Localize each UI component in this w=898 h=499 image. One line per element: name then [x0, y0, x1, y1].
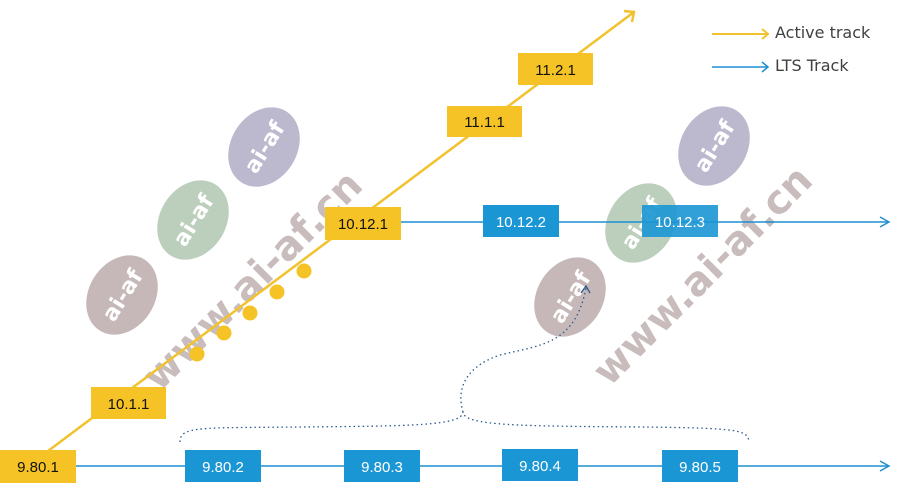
version-label: 9.80.2 — [202, 459, 244, 476]
version-box-active: 10.1.1 — [91, 387, 166, 419]
version-box-active: 10.12.1 — [325, 207, 401, 240]
dotted-brace — [179, 411, 750, 443]
lts-range-brace — [179, 284, 750, 443]
lts-upper-arrowhead — [879, 216, 891, 228]
legend-item-active: Active track — [712, 23, 871, 42]
version-boxes: 9.80.1 10.1.1 10.12.1 11.1.1 11.2.1 10.1… — [0, 53, 738, 483]
legend-item-lts: LTS Track — [712, 56, 849, 75]
dotted-backport-curve — [460, 287, 587, 413]
version-label: 10.1.1 — [108, 396, 150, 413]
track-dot — [296, 263, 312, 279]
active-track-arrowhead — [623, 9, 636, 23]
active-track-dots — [189, 263, 312, 362]
version-label: 10.12.1 — [338, 216, 388, 233]
version-box-lts: 9.80.4 — [502, 449, 578, 481]
legend-active-arrowhead — [761, 28, 770, 40]
version-label: 11.1.1 — [464, 114, 505, 131]
legend-active-label: Active track — [775, 23, 871, 42]
version-box-lts: 10.12.3 — [642, 205, 718, 237]
watermark-urls: www.ai-af.cn www.ai-af.cn — [134, 157, 822, 400]
version-label: 9.80.5 — [679, 459, 721, 476]
version-label: 10.12.3 — [655, 214, 705, 231]
version-label: 9.80.4 — [519, 458, 561, 475]
track-dot — [242, 305, 258, 321]
watermark-badge: ai-af — [534, 257, 606, 337]
version-box-lts: 9.80.2 — [185, 450, 261, 482]
version-label: 10.12.2 — [496, 214, 546, 231]
watermark-url: www.ai-af.cn — [584, 157, 822, 395]
version-label: 9.80.1 — [17, 459, 59, 476]
legend: Active track LTS Track — [712, 23, 871, 75]
version-box-lts: 9.80.3 — [344, 450, 420, 482]
track-dot — [216, 325, 232, 341]
track-dot — [269, 284, 285, 300]
version-label: 9.80.3 — [361, 459, 403, 476]
dotted-curve-arrowhead — [580, 284, 591, 294]
lts-lower-arrowhead — [879, 460, 891, 472]
track-dot — [189, 346, 205, 362]
watermark-badge: ai-af — [157, 180, 229, 260]
watermark-badge: ai-af — [228, 107, 300, 187]
version-box-active: 11.2.1 — [518, 53, 593, 85]
version-box-lts: 10.12.2 — [483, 205, 559, 237]
legend-lts-arrowhead — [761, 61, 770, 73]
watermark-badge: ai-af — [86, 255, 158, 335]
watermark-badge: ai-af — [678, 106, 750, 186]
version-box-active: 9.80.1 — [0, 450, 76, 483]
legend-lts-label: LTS Track — [775, 56, 849, 75]
version-box-active: 11.1.1 — [447, 106, 522, 137]
version-box-lts: 9.80.5 — [662, 450, 738, 482]
version-label: 11.2.1 — [535, 62, 576, 79]
